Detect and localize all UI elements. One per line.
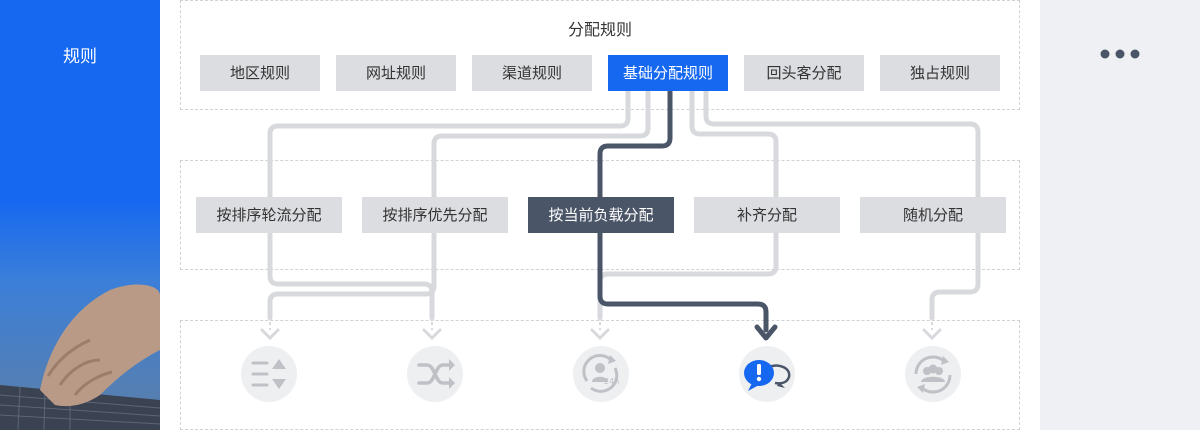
svg-text:24h: 24h	[604, 377, 619, 386]
tab-channel-rules[interactable]: 渠道规则	[472, 55, 592, 91]
tab-basic-rules[interactable]: 基础分配规则	[608, 55, 728, 91]
method-random[interactable]: 随机分配	[860, 197, 1006, 233]
tab-exclusive-rules[interactable]: 独占规则	[880, 55, 1000, 91]
sidebar: 规则	[0, 0, 160, 430]
tab-returning-visitor[interactable]: 回头客分配	[744, 55, 864, 91]
24h-user-icon: 24h	[573, 346, 629, 402]
tab-url-rules[interactable]: 网址规则	[336, 55, 456, 91]
more-icon[interactable]	[1099, 48, 1141, 60]
method-current-load[interactable]: 按当前负载分配	[528, 197, 674, 233]
keyboard-hands-image	[0, 200, 160, 430]
method-fill-up[interactable]: 补齐分配	[694, 197, 840, 233]
rules-section-title: 分配规则	[567, 20, 632, 39]
right-panel	[1040, 0, 1200, 430]
shuffle-icon	[407, 346, 463, 402]
method-round-robin[interactable]: 按排序轮流分配	[196, 197, 342, 233]
sort-order-icon	[241, 346, 297, 402]
rules-box	[180, 0, 1020, 110]
alert-chat-icon	[739, 346, 795, 402]
tab-region-rules[interactable]: 地区规则	[200, 55, 320, 91]
method-priority[interactable]: 按排序优先分配	[362, 197, 508, 233]
sidebar-title: 规则	[63, 47, 97, 67]
group-refresh-icon	[905, 346, 961, 402]
